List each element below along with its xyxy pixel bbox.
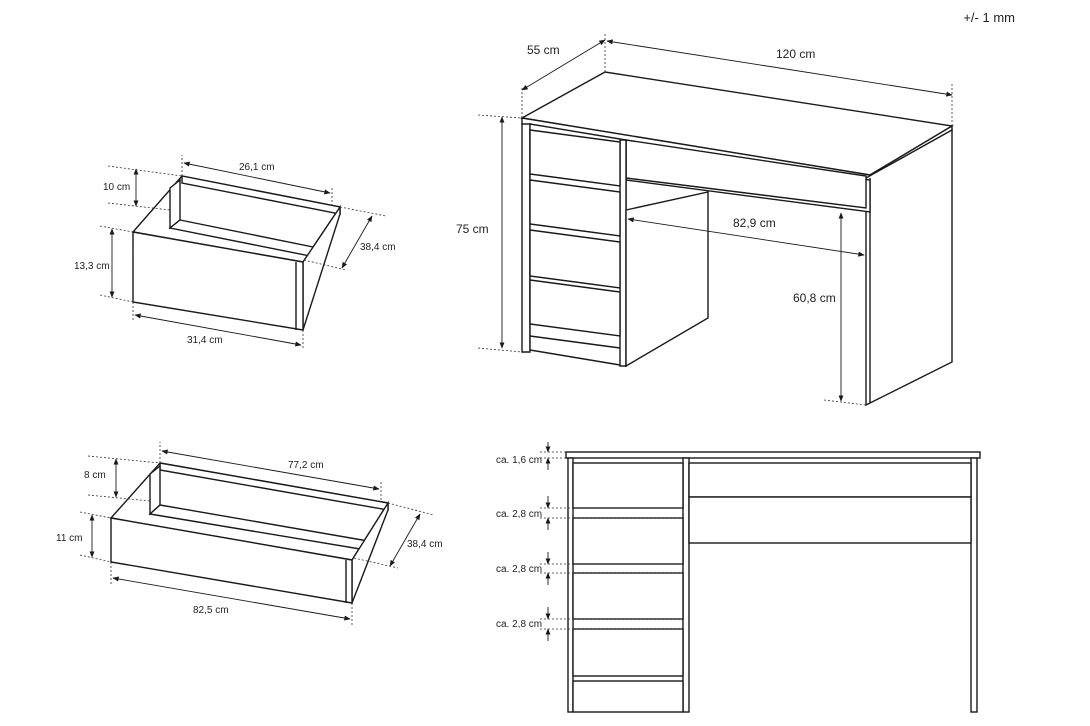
- front-drawer-1: [572, 462, 684, 509]
- small-drawer-depth-label: 38,4 cm: [360, 242, 396, 253]
- desk-front-view: ca. 1,6 cm ca. 2,8 cm ca. 2,8 cm ca. 2,8…: [496, 442, 981, 713]
- front-gap-2-label: ca. 2,8 cm: [496, 564, 542, 575]
- large-drawer-isometric: 8 cm 77,2 cm 11 cm 38,4 cm 82,5 cm: [56, 442, 443, 626]
- tolerance-label: +/- 1 mm: [963, 10, 1015, 25]
- small-drawer-front-width-label: 31,4 cm: [187, 335, 223, 346]
- desk-drawer-1: [529, 129, 621, 187]
- front-drawer-4: [572, 628, 684, 677]
- front-gap-1-label: ca. 2,8 cm: [496, 509, 542, 520]
- front-modesty-panel: [688, 496, 972, 544]
- large-drawer-front-width-label: 82,5 cm: [193, 605, 229, 616]
- large-drawer-height-label: 8 cm: [84, 470, 106, 481]
- front-gap-3-label: ca. 2,8 cm: [496, 619, 542, 630]
- front-drawer-2: [572, 517, 684, 565]
- small-drawer-front-height-label: 13,3 cm: [74, 261, 110, 272]
- desk-height-label: 75 cm: [456, 222, 489, 236]
- desk-drawer-2: [529, 179, 621, 237]
- desk-knee-height-label: 60,8 cm: [793, 291, 836, 305]
- desk-right-panel: [865, 128, 953, 407]
- desk-drawer-3: [529, 229, 621, 289]
- front-drawer-3: [572, 572, 684, 620]
- front-top-thickness-label: ca. 1,6 cm: [496, 455, 542, 466]
- desk-knee-width-label: 82,9 cm: [733, 216, 776, 230]
- large-drawer-inner-width-label: 77,2 cm: [288, 460, 324, 471]
- desk-isometric: 55 cm 120 cm 75 cm 82,9 cm 60,8 cm: [456, 32, 955, 407]
- large-drawer-front-height-label: 11 cm: [56, 533, 83, 544]
- small-drawer-isometric: 10 cm 26,1 cm 13,3 cm 38,4 cm 31,4 cm: [74, 155, 396, 350]
- desk-width-label: 120 cm: [776, 47, 815, 61]
- large-drawer-depth-label: 38,4 cm: [407, 539, 443, 550]
- desk-depth-label: 55 cm: [527, 43, 560, 57]
- small-drawer-inner-width-label: 26,1 cm: [239, 162, 275, 173]
- desk-drawer-4: [529, 279, 621, 337]
- front-top: [565, 451, 981, 459]
- front-wide-drawer: [688, 462, 972, 498]
- small-drawer-height-label: 10 cm: [103, 182, 130, 193]
